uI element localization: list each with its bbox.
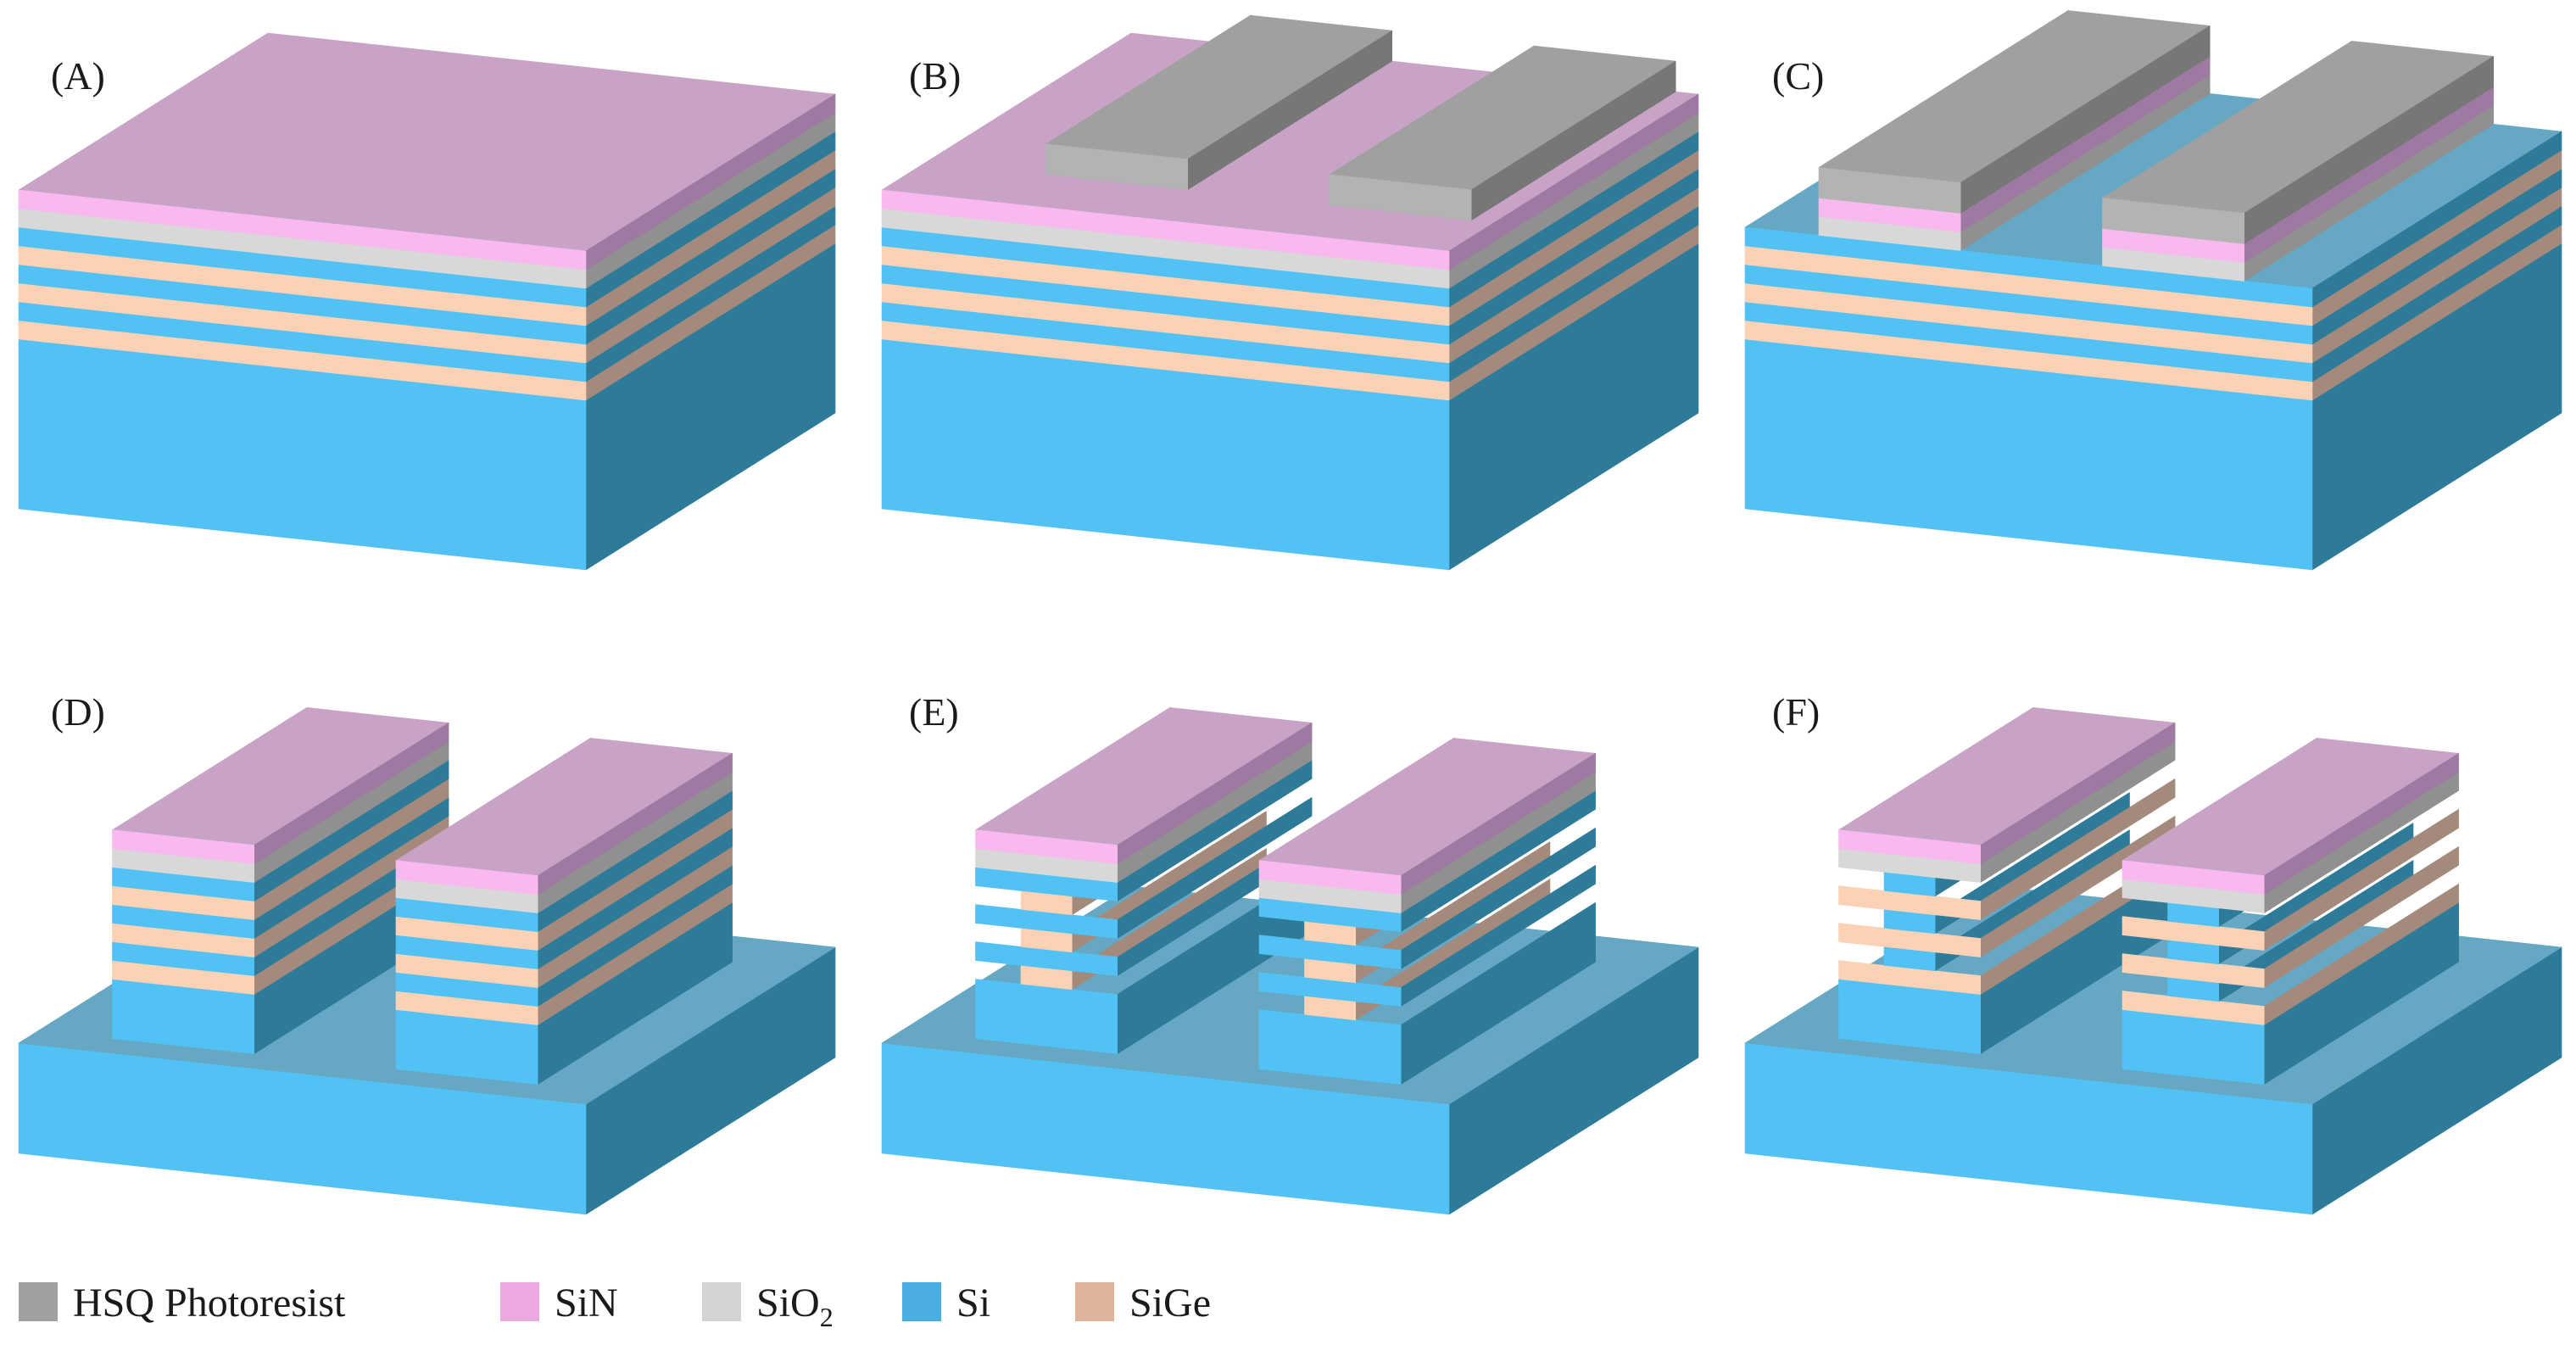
panel-f: (F) [1744,690,2562,1215]
stack-si-5-front [1744,226,2313,308]
panel-e: (E) [881,690,1699,1215]
legend-item-sio2: SiO2 [702,1281,834,1332]
fin-2-sige-layer-2-front [2122,953,2265,988]
legend-item-sin: SiN [500,1281,618,1325]
legend-item-sige: SiGe [1075,1281,1211,1325]
panel-label-b: (B) [909,54,961,98]
fin-1-sige-layer-4-front [1838,885,1981,920]
fin-1-sin-layer-7-front [975,829,1118,864]
fin-2-sige-layer-0-front [2122,991,2265,1025]
fin-1-sin-layer-7-front [1838,829,1981,864]
panel-label-e: (E) [909,690,959,734]
panel-label-a: (A) [51,54,105,98]
fin-2-sin-layer-7-front [395,860,538,895]
legend-swatch-sin [500,1282,539,1321]
fin-1-sige-layer-2-front [1838,923,1981,957]
legend-label-si: Si [956,1281,990,1325]
fin-1-sin-layer-7-front [112,829,255,864]
legend-item-hsq: HSQ Photoresist [19,1281,346,1325]
panel-label-d: (D) [51,690,105,734]
panel-d: (D) [18,690,836,1215]
fin-2-sige-layer-4-front [2122,916,2265,951]
stack-sin-7-front [881,189,1450,271]
legend-label-hsq: HSQ Photoresist [73,1281,346,1325]
legend-label-sin: SiN [555,1281,618,1325]
stack-sin-7-front [18,189,587,271]
fin-1-si-layer-3-front [975,904,1118,939]
fin-1-si-layer-1-front [975,941,1118,976]
fin-2-si-layer-1-front [1258,972,1402,1007]
hsq-line-2-front [1329,174,1472,221]
legend-swatch-hsq [19,1282,58,1321]
mask-1-hsq-front [1818,167,1961,214]
fin-2-sin-layer-7-front [1258,860,1402,895]
panel-label-c: (C) [1772,54,1824,98]
fin-1-base-front [975,979,1118,1054]
panel-a: (A) [18,32,836,571]
mask-2-hsq-front [2102,198,2244,244]
legend-swatch-si [902,1282,941,1321]
legend-swatch-sio2 [702,1282,741,1321]
fin-1-sige-layer-0-front [1838,960,1981,995]
hsq-line-1-front [1045,143,1188,191]
legend-label-sige: SiGe [1129,1281,1211,1325]
fin-2-base-front [1258,1009,1402,1085]
fin-2-sin-layer-7-front [2122,860,2265,895]
legend-swatch-sige [1075,1282,1114,1321]
legend-label-sio2: SiO2 [756,1281,834,1332]
panel-b: (B) [881,14,1699,571]
fin-2-si-layer-3-front [1258,935,1402,969]
panel-c: (C) [1744,10,2562,571]
panel-label-f: (F) [1772,690,1820,734]
legend-item-si: Si [902,1281,990,1325]
